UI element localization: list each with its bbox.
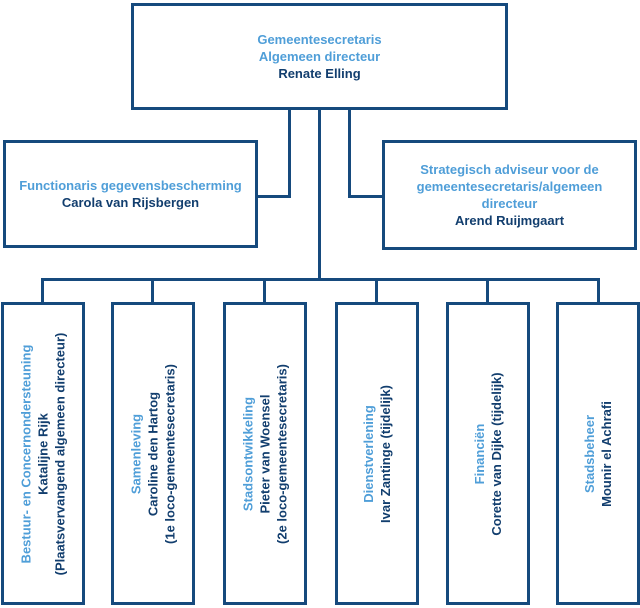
rotated-text-block: Financiën Corette van Dijke (tijdelijk) xyxy=(471,306,505,601)
node-role: Strategisch adviseur voor de gemeentesec… xyxy=(416,162,603,211)
node-role: Functionaris gegevensbescherming xyxy=(19,178,242,193)
node-note: (1e loco-gemeentesecretaris) xyxy=(162,363,178,544)
org-node-samenleving: Samenleving Caroline den Hartog (1e loco… xyxy=(111,302,195,605)
node-name: Caroline den Hartog xyxy=(145,391,161,516)
org-node-stadsbeheer: Stadsbeheer Mounir el Achrafi xyxy=(556,302,640,605)
connector-top-to-right-advisor-vertical xyxy=(348,110,351,198)
node-role: Samenleving xyxy=(128,413,144,494)
rotated-text-block: Stadsontwikkeling Pieter van Woensel (2e… xyxy=(240,306,291,601)
node-role: Gemeentesecretaris Algemeen directeur xyxy=(257,32,382,64)
connector-stub-stadsbeheer xyxy=(597,278,600,302)
node-name: Ivar Zantinge (tijdelijk) xyxy=(378,384,393,523)
connector-departments-distributor xyxy=(41,278,600,281)
node-name: Pieter van Woensel xyxy=(257,394,273,513)
connector-stub-dienstverlening xyxy=(375,278,378,302)
org-node-gemeentesecretaris: Gemeentesecretaris Algemeen directeur Re… xyxy=(131,3,508,110)
connector-stub-financien xyxy=(486,278,489,302)
connector-stub-samenleving xyxy=(151,278,154,302)
rotated-text-block: Dienstverlening Ivar Zantinge (tijdelijk… xyxy=(360,306,394,601)
org-node-stadsontwikkeling: Stadsontwikkeling Pieter van Woensel (2e… xyxy=(223,302,307,605)
node-role: Stadsbeheer xyxy=(582,414,597,493)
node-role: Financiën xyxy=(472,423,487,484)
node-name: Carola van Rijsbergen xyxy=(61,195,200,210)
rotated-text-block: Stadsbeheer Mounir el Achrafi xyxy=(581,306,615,601)
node-role: Stadsontwikkeling xyxy=(240,396,256,511)
node-role: Bestuur- en Concernondersteuning xyxy=(18,344,34,563)
connector-top-to-left-advisor-vertical xyxy=(288,110,291,198)
connector-top-to-right-advisor-horizontal xyxy=(351,195,382,198)
connector-stub-stadsontwikkeling xyxy=(263,278,266,302)
rotated-text-block: Samenleving Caroline den Hartog (1e loco… xyxy=(128,306,179,601)
node-note: (2e loco-gemeentesecretaris) xyxy=(274,363,290,544)
org-node-functionaris-gegevensbescherming: Functionaris gegevensbescherming Carola … xyxy=(3,140,258,248)
connector-top-to-departments-vertical xyxy=(318,110,321,281)
node-note: (Plaatsvervangend algemeen directeur) xyxy=(52,332,68,575)
org-node-financien: Financiën Corette van Dijke (tijdelijk) xyxy=(446,302,530,605)
org-node-dienstverlening: Dienstverlening Ivar Zantinge (tijdelijk… xyxy=(335,302,419,605)
node-name: Mounir el Achrafi xyxy=(599,400,614,507)
node-name: Arend Ruijmgaart xyxy=(454,213,565,228)
node-name: Corette van Dijke (tijdelijk) xyxy=(489,371,504,536)
connector-stub-bestuur xyxy=(41,278,44,302)
org-node-strategisch-adviseur: Strategisch adviseur voor de gemeentesec… xyxy=(382,140,637,250)
connector-top-to-left-advisor-horizontal xyxy=(258,195,291,198)
node-name: Renate Elling xyxy=(278,66,361,81)
org-node-bestuur-en-concernondersteuning: Bestuur- en Concernondersteuning Katalij… xyxy=(1,302,85,605)
rotated-text-block: Bestuur- en Concernondersteuning Katalij… xyxy=(18,306,69,601)
node-role: Dienstverlening xyxy=(361,404,376,503)
node-name: Katalijne Rijk xyxy=(35,412,51,495)
